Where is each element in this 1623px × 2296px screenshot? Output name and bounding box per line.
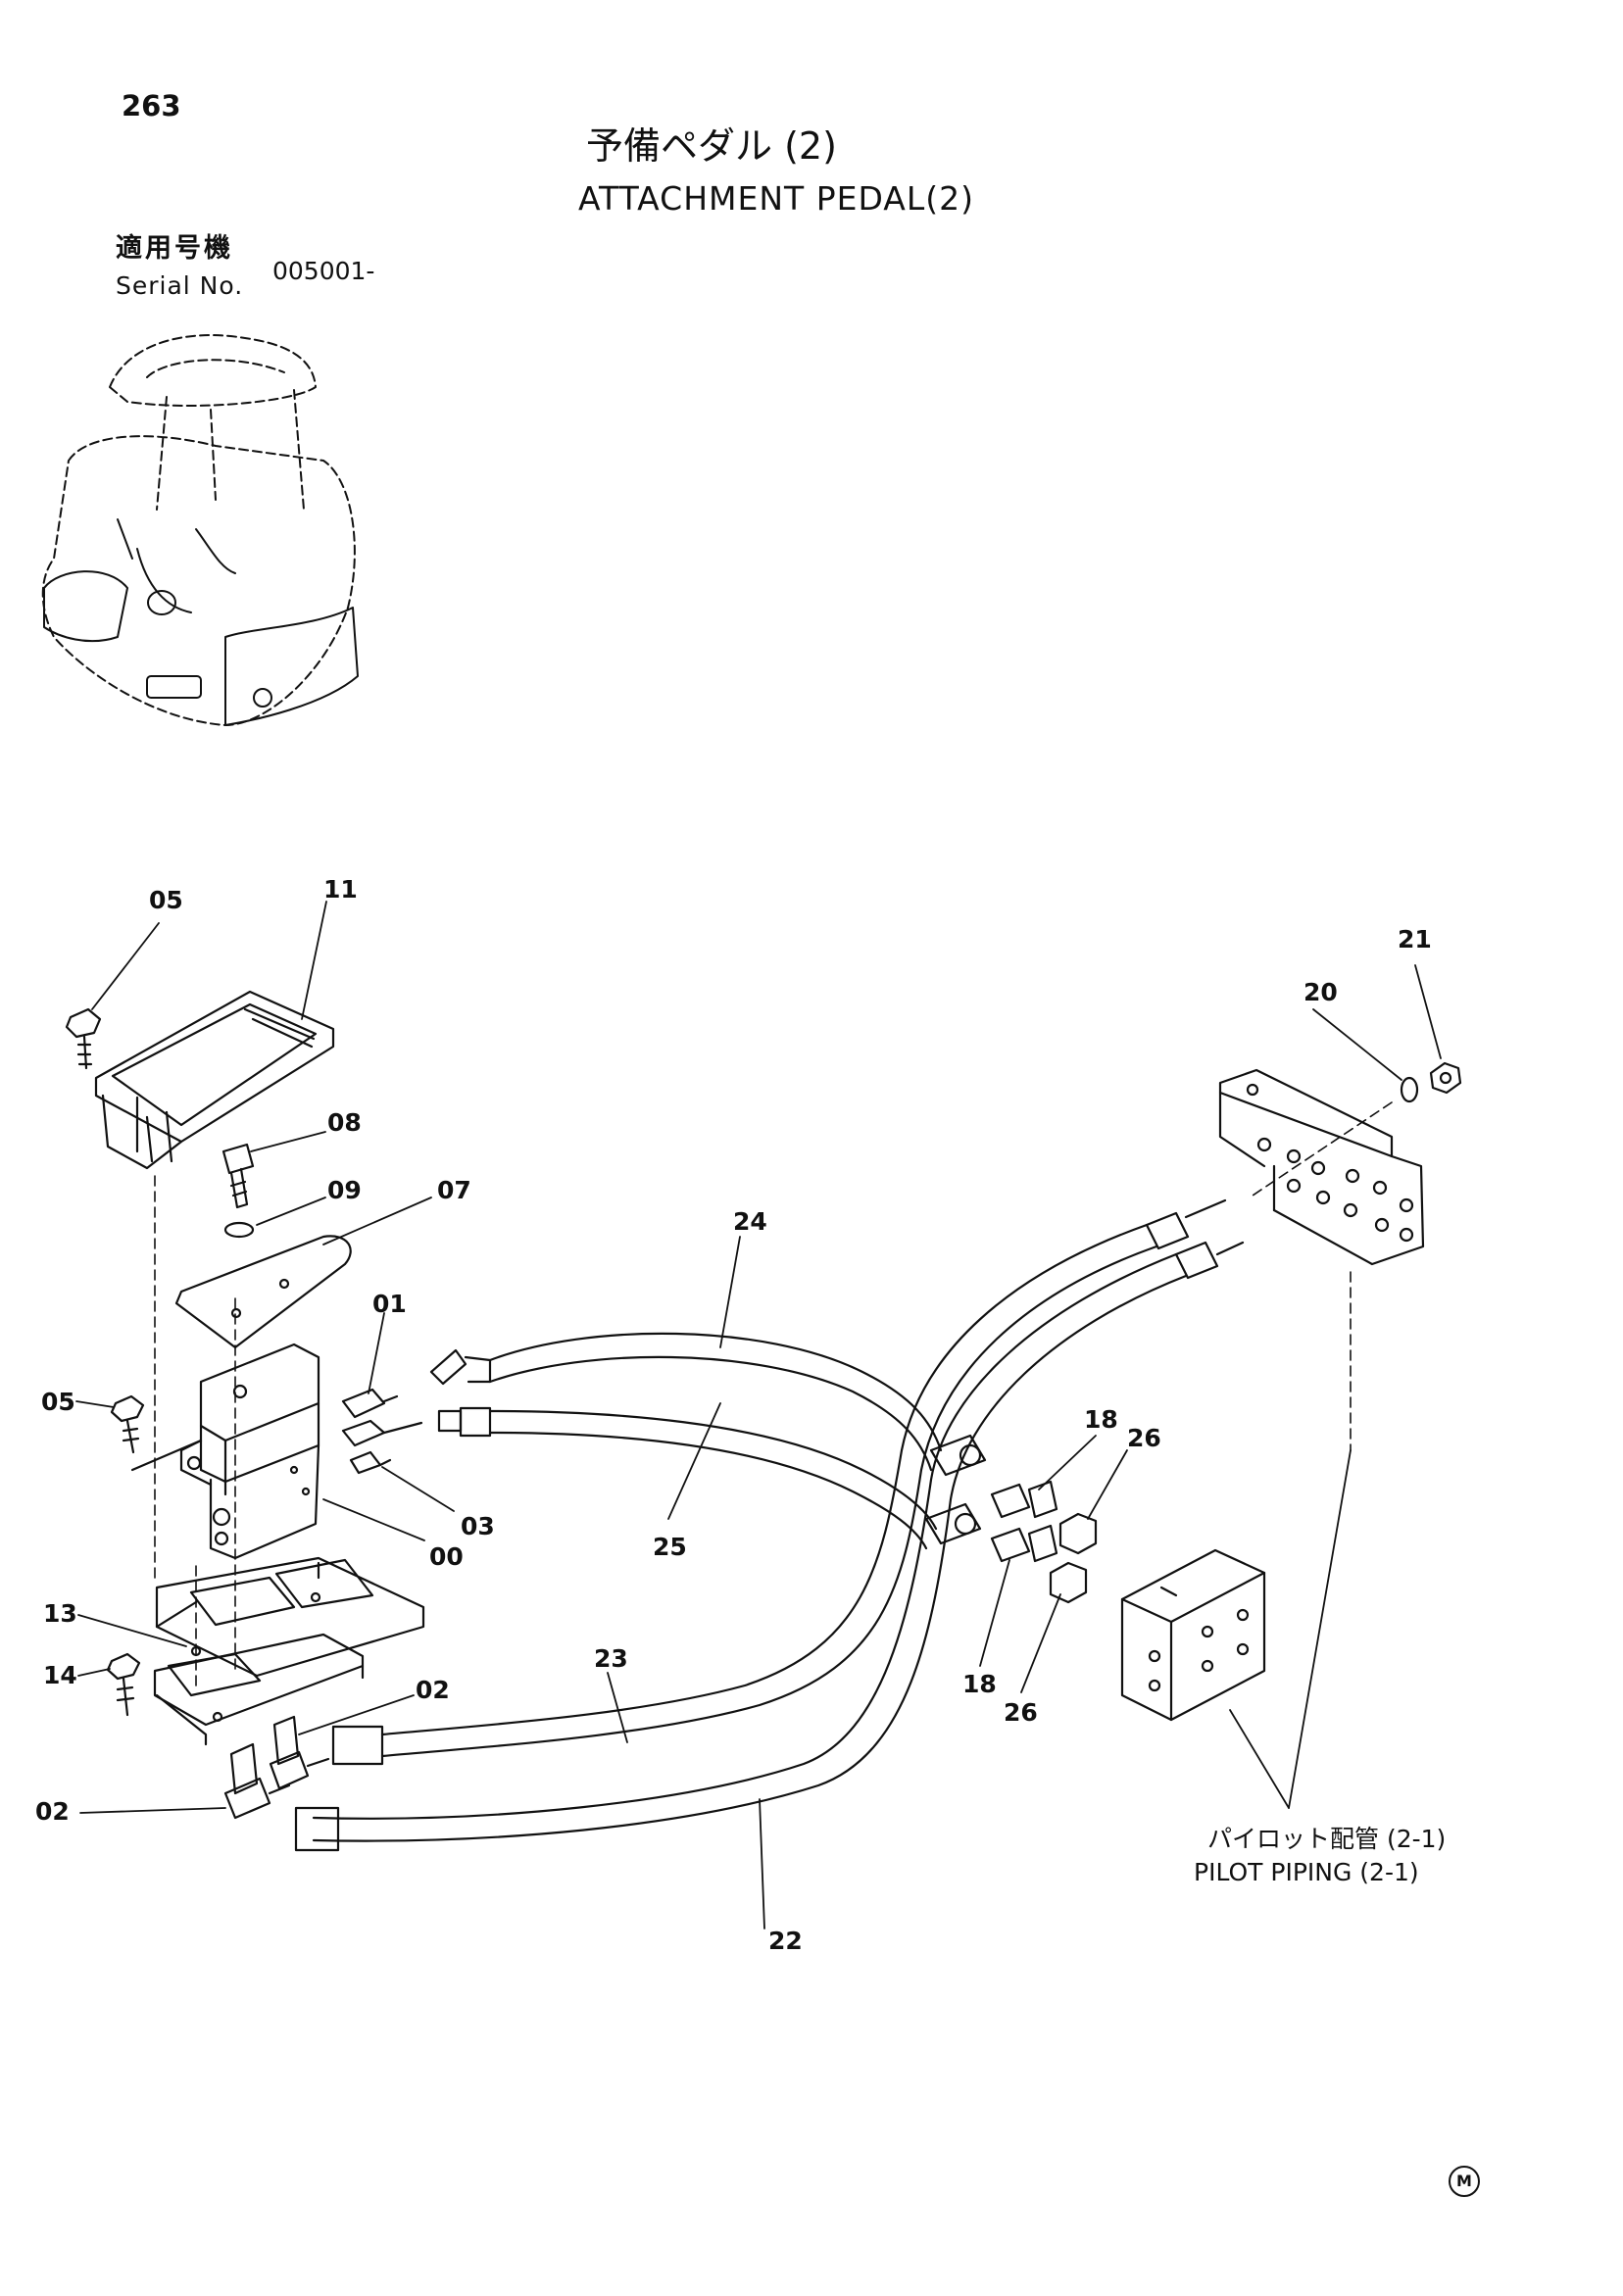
part-label-25: 25	[653, 1533, 687, 1561]
hose-24	[429, 1332, 943, 1472]
part-label-18: 18	[962, 1670, 997, 1698]
reference-note-japanese: パイロット配管 (2-1)	[1207, 1825, 1447, 1853]
part-label-13: 13	[43, 1599, 77, 1628]
plug-26-lower	[1049, 1561, 1088, 1604]
elbow-fittings-01-03	[341, 1388, 423, 1475]
nut-21	[1429, 1061, 1462, 1095]
part-label-03: 03	[461, 1512, 495, 1540]
elbow-fittings-02	[223, 1715, 330, 1820]
part-label-02: 02	[35, 1797, 70, 1826]
part-label-14: 14	[43, 1661, 77, 1689]
bracket-plate	[1218, 1068, 1425, 1266]
adapter-18-upper	[990, 1480, 1058, 1519]
part-label-24: 24	[733, 1207, 767, 1236]
serial-label-japanese: 適用号機	[116, 233, 233, 264]
part-label-00: 00	[429, 1542, 464, 1571]
machine-thumbnail-body	[43, 518, 359, 726]
corner-circle-mark: M	[1449, 2166, 1480, 2197]
title-english: ATTACHMENT PEDAL(2)	[578, 179, 974, 218]
part-label-20: 20	[1303, 978, 1338, 1006]
serial-label-english: Serial No.	[116, 271, 244, 300]
pilot-block	[1120, 1548, 1266, 1722]
adapter-18-lower	[990, 1524, 1058, 1563]
bolt-14	[106, 1652, 141, 1717]
part-label-26: 26	[1127, 1424, 1161, 1452]
bolt-05-side	[110, 1394, 145, 1454]
plate-lower	[153, 1633, 365, 1746]
pad-07	[174, 1235, 352, 1349]
pedal-cover-11	[94, 990, 335, 1170]
part-label-11: 11	[323, 875, 358, 904]
leader-lines	[75, 901, 1442, 1930]
part-label-23: 23	[594, 1644, 628, 1673]
plug-26-upper	[1058, 1512, 1098, 1555]
reference-note-english: PILOT PIPING (2-1)	[1194, 1858, 1419, 1886]
machine-thumbnail	[41, 334, 356, 726]
part-label-26: 26	[1004, 1698, 1038, 1727]
title-japanese: 予備ペダル (2)	[586, 124, 837, 168]
screw-08	[221, 1143, 255, 1209]
part-label-18: 18	[1084, 1405, 1118, 1434]
hose-coupler-ends	[924, 1434, 987, 1545]
part-label-21: 21	[1398, 925, 1432, 953]
bolt-05-top	[65, 1007, 102, 1070]
hose-tops-upper	[1145, 1198, 1245, 1280]
part-label-08: 08	[327, 1108, 362, 1137]
hose-22-23	[294, 1223, 1188, 1852]
part-label-07: 07	[437, 1176, 471, 1204]
part-label-09: 09	[327, 1176, 362, 1204]
part-label-05: 05	[41, 1388, 75, 1416]
part-label-05: 05	[149, 886, 183, 914]
part-label-02: 02	[416, 1676, 450, 1704]
hose-25	[437, 1406, 938, 1550]
part-label-01: 01	[372, 1290, 407, 1318]
washer-09	[223, 1221, 255, 1239]
part-label-22: 22	[768, 1927, 803, 1955]
washer-20	[1400, 1076, 1419, 1103]
assembly-guide-lines	[154, 1101, 1393, 1686]
valve-body-00	[179, 1343, 320, 1560]
serial-number-value: 005001-	[272, 257, 375, 285]
page-number: 263	[122, 89, 181, 122]
